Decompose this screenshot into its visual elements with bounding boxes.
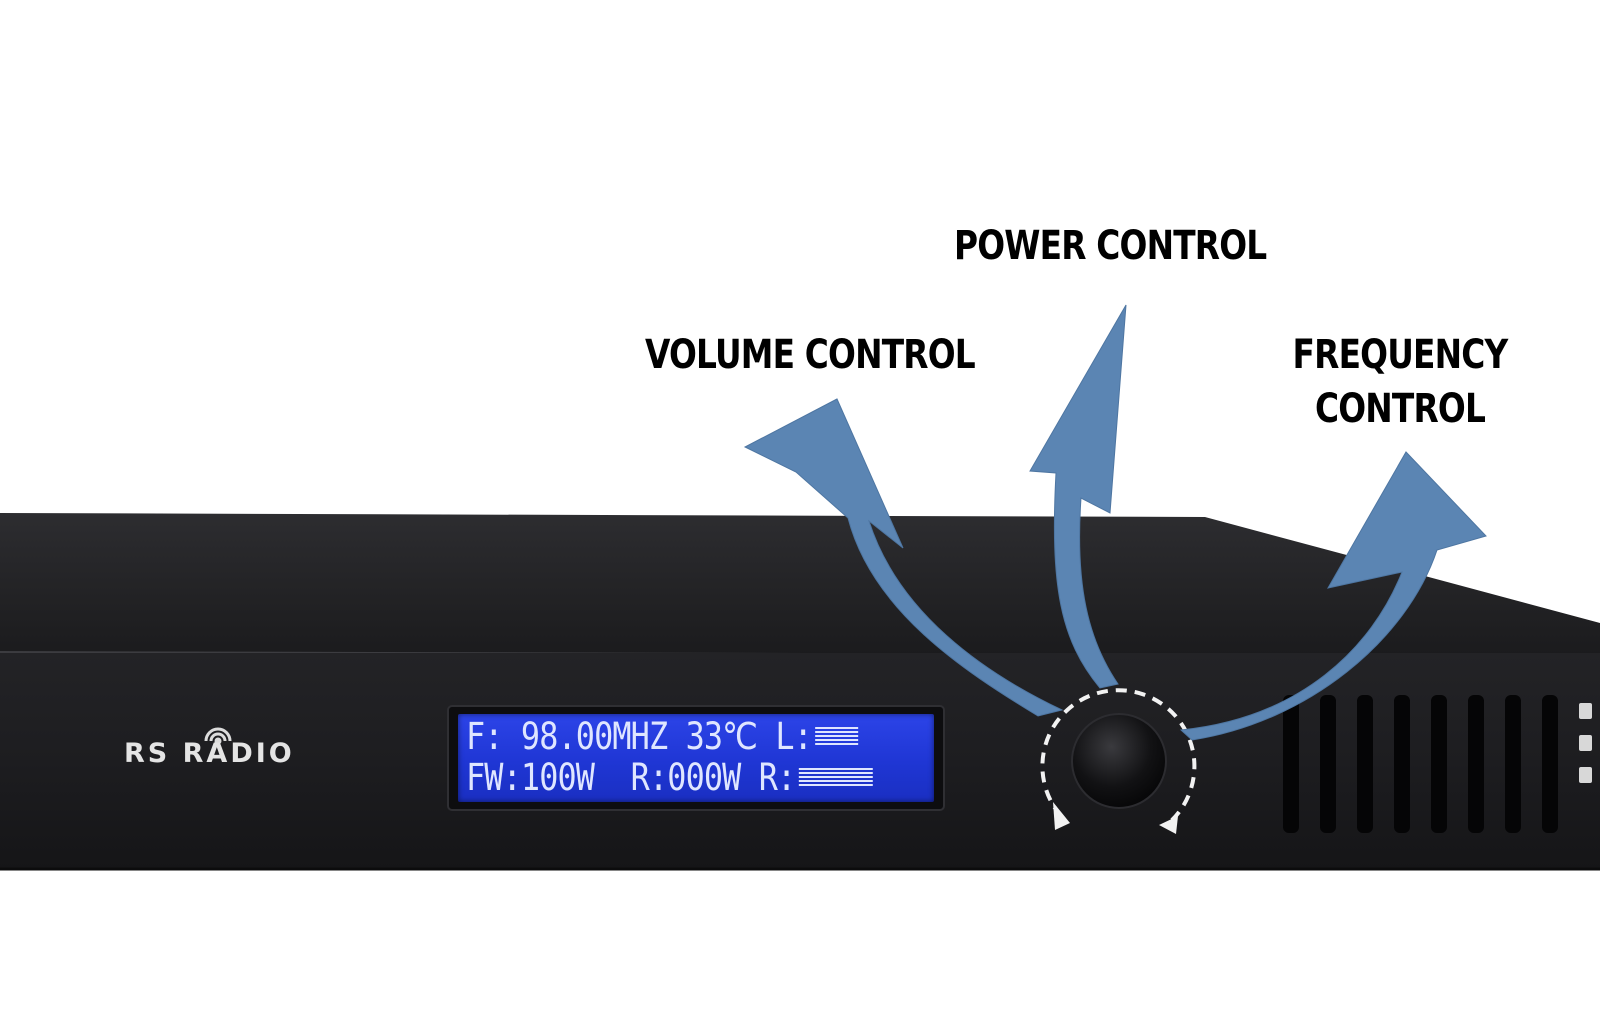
brand-logo-text: RS RADIO [124, 738, 295, 769]
chassis-top [0, 513, 1600, 663]
frequency-control-label: FREQUENCY CONTROL [1265, 328, 1536, 436]
ventilation-grille [1283, 695, 1558, 833]
lcd-line-power: FW:100W R:000W R: [466, 755, 873, 799]
rotation-arrow-right-icon [1159, 816, 1178, 834]
volume-control-label: VOLUME CONTROL [645, 332, 976, 378]
volume-callout-arrow-icon [743, 398, 1064, 717]
left-level-meter [815, 727, 859, 745]
frequency-callout-arrow-icon [1179, 451, 1487, 741]
lcd-line-2-text: FW:100W R:000W R: [466, 755, 796, 799]
rotation-arrow-left-icon [1053, 802, 1070, 830]
lcd-line-1-text: F: 98.00MHZ 33℃ L: [466, 714, 813, 758]
lcd-display: F: 98.00MHZ 33℃ L: FW:100W R:000W R: [458, 714, 934, 802]
lcd-line-frequency: F: 98.00MHZ 33℃ L: [466, 714, 859, 758]
power-callout-arrow-icon [1029, 304, 1127, 689]
knob-rotation-ring [1040, 688, 1197, 824]
control-knob[interactable] [1071, 713, 1167, 809]
frequency-label-line-2: CONTROL [1314, 386, 1486, 432]
status-indicator-lights [1579, 703, 1592, 783]
frequency-label-line-1: FREQUENCY [1292, 332, 1509, 378]
radio-wave-logo-icon [204, 727, 232, 745]
right-level-meter [798, 768, 873, 786]
power-control-label: POWER CONTROL [954, 223, 1267, 269]
